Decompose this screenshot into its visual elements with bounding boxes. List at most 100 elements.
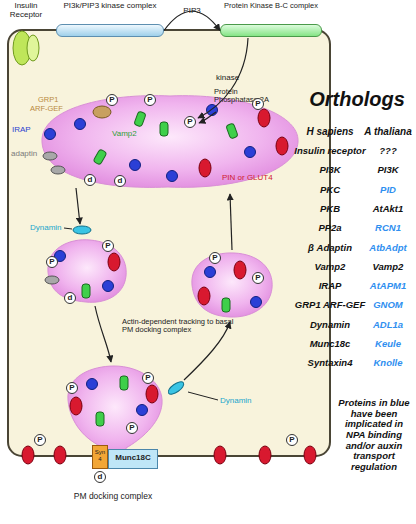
process-label: Protein Phosphatase 2A xyxy=(214,88,280,105)
glut4-protein xyxy=(146,385,158,403)
dynamin-ring xyxy=(166,380,185,397)
table-header: A thaliana xyxy=(360,126,416,137)
protein-label: adaptin xyxy=(11,150,37,159)
table-cell: AtAPM1 xyxy=(360,281,416,292)
irap-protein xyxy=(87,379,98,390)
phosphate-marker: P xyxy=(126,422,138,434)
kinase-complex: PI3k/PIP3 kinase complex xyxy=(52,2,168,38)
membrane-glut4 xyxy=(304,446,316,464)
receptor-lobe xyxy=(27,35,39,61)
membrane-glut4 xyxy=(214,446,226,464)
protein-label: GRP1 xyxy=(38,96,58,104)
irap-protein xyxy=(205,267,216,278)
table-cell: Syntaxin4 xyxy=(288,358,372,369)
table-cell: Vamp2 xyxy=(288,262,372,273)
pi3k-box xyxy=(56,24,164,37)
table-cell: PP2a xyxy=(288,223,372,234)
fusing-vesicle xyxy=(68,366,162,457)
protein-label: Dynamin xyxy=(220,397,252,406)
vamp2-protein xyxy=(222,298,230,312)
traffic-arrow xyxy=(230,194,232,250)
node-text: Munc18C xyxy=(109,454,157,463)
glut4-protein xyxy=(108,253,120,271)
irap-protein xyxy=(251,297,262,308)
protein-label: Vamp2 xyxy=(112,130,137,139)
phosphate-marker: P xyxy=(209,252,221,264)
irap-protein xyxy=(45,129,56,140)
membrane-glut4 xyxy=(22,446,34,464)
irap-protein xyxy=(130,160,141,171)
receptor-node: Insulin Receptor xyxy=(2,2,50,66)
table-title: Orthologs xyxy=(300,88,414,110)
table-cell: Insulin receptor xyxy=(288,146,372,157)
protein-label: ARF-GEF xyxy=(30,105,63,113)
cell-membrane xyxy=(8,30,330,456)
vamp2-protein xyxy=(134,111,146,127)
footnote: Proteins in blue have been implicated in… xyxy=(334,398,414,472)
glut4-protein xyxy=(234,261,246,279)
phosphate-marker: P xyxy=(144,94,156,106)
table-cell: AtbAdpt xyxy=(360,243,416,254)
table-cell: ADL1a xyxy=(360,320,416,331)
kinase-complex: Protein Kinase B-C complex xyxy=(216,2,326,38)
traffic-arrow xyxy=(76,188,80,224)
table-cell: GRP1 ARF-GEF xyxy=(288,300,372,311)
phosphate-marker: P xyxy=(286,434,298,446)
phosphate-marker: P xyxy=(184,116,196,128)
complex-label: PM docking complex xyxy=(58,492,168,502)
membrane-glut4 xyxy=(54,446,66,464)
phosphate-marker: P xyxy=(142,372,154,384)
irap-protein xyxy=(137,405,148,416)
protein-label: Dynamin xyxy=(30,224,62,233)
protein-label: PIN or GLUT4 xyxy=(222,174,273,183)
vamp2-protein xyxy=(96,412,104,426)
signal-arrow xyxy=(164,11,220,30)
dynamin-ring xyxy=(73,226,91,234)
vesicle xyxy=(42,96,298,188)
kinase-arrow xyxy=(198,38,248,118)
irap-protein xyxy=(245,147,256,158)
table-cell: RCN1 xyxy=(360,223,416,234)
glut4-protein xyxy=(199,159,211,177)
domain-marker: d xyxy=(94,471,106,483)
vamp2-protein xyxy=(226,123,238,139)
node-text: Insulin Receptor xyxy=(2,2,50,20)
table-header: H sapiens xyxy=(290,126,370,137)
receptor-shape xyxy=(2,26,50,66)
vesicle xyxy=(48,240,126,303)
table-cell: PID xyxy=(360,185,416,196)
irap-protein xyxy=(103,281,114,292)
traffic-arrow xyxy=(95,306,111,362)
domain-marker: d xyxy=(84,174,96,186)
phosphate-marker: P xyxy=(252,272,264,284)
table-cell: PKC xyxy=(288,185,372,196)
leader-line xyxy=(188,392,218,400)
node-text: PI3k/PIP3 kinase complex xyxy=(52,2,168,11)
phosphate-marker: P xyxy=(102,240,114,252)
table-cell: Vamp2 xyxy=(360,262,416,273)
adaptin-protein xyxy=(43,152,57,160)
arf-gef-protein xyxy=(93,106,111,118)
glut4-protein xyxy=(258,109,270,127)
glut4-protein xyxy=(276,137,288,155)
adaptin-protein xyxy=(45,276,59,284)
leader-line xyxy=(64,228,72,229)
table-cell: Dynamin xyxy=(288,320,372,331)
membrane-glut4 xyxy=(259,446,271,464)
phosphate-marker: P xyxy=(34,434,46,446)
table-cell: PI3K xyxy=(360,165,416,176)
phosphate-marker: P xyxy=(46,256,58,268)
table-cell: Keule xyxy=(360,339,416,350)
vamp2-protein xyxy=(93,149,107,165)
adaptin-protein xyxy=(51,166,65,174)
domain-marker: d xyxy=(64,292,76,304)
table-cell: AtAkt1 xyxy=(360,204,416,215)
pkb-box xyxy=(220,24,322,37)
table-cell: Knolle xyxy=(360,358,416,369)
vesicle xyxy=(192,253,272,317)
phosphate-marker: P xyxy=(106,94,118,106)
docking-protein: Munc18C xyxy=(108,449,158,469)
